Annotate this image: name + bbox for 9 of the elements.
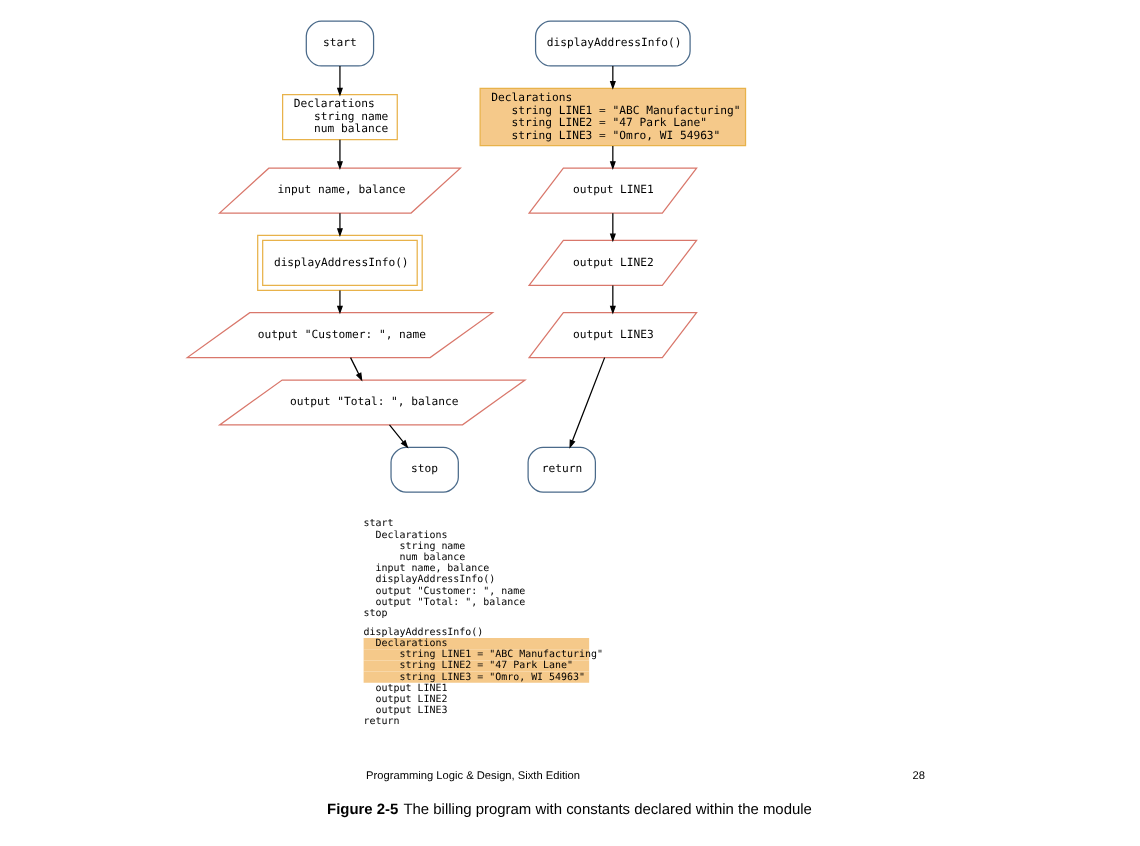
arrow — [336, 65, 343, 97]
arrow — [569, 357, 606, 449]
arrow — [609, 212, 616, 243]
arrow — [609, 284, 616, 315]
arrow — [336, 139, 343, 170]
arrow — [336, 212, 343, 237]
arrow — [336, 289, 343, 315]
arrow — [388, 424, 409, 449]
arrow — [349, 357, 363, 382]
